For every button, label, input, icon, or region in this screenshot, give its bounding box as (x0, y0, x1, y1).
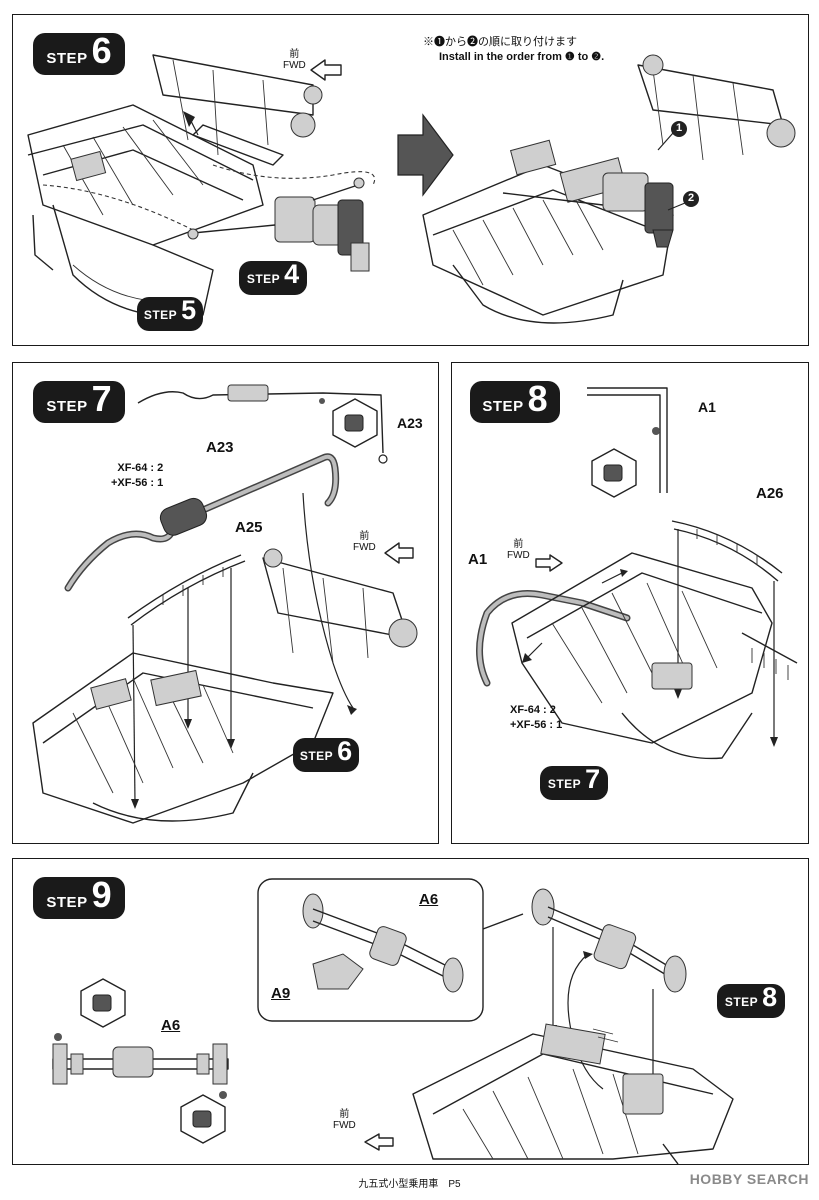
step6-ref-step5-label: STEP (143, 308, 178, 322)
step6-fwd: 前 FWD (283, 49, 306, 71)
step6-marker-2: 2 (687, 192, 695, 204)
step9-label: STEP (46, 894, 88, 911)
step7-illustration (32, 384, 418, 824)
step7-fwd-en: FWD (353, 542, 376, 553)
step8-part-a1: A1 (468, 551, 488, 568)
step6-ref-step5-number: 5 (181, 295, 197, 325)
step7-label: STEP (46, 398, 88, 415)
step8-panel: STEP 8 A1 A26 A1 前 FWD XF-64 : 2 +XF-56 … (451, 362, 809, 844)
step8-illustration (476, 387, 798, 760)
step6-panel: STEP 6 前 FWD ※❶から❷の順に取り付けます Install in t… (12, 14, 809, 346)
step7-part-a25: A25 (235, 519, 263, 536)
step7-part-a23-top: A23 (397, 415, 423, 431)
step6-ref-step4-label: STEP (246, 272, 281, 286)
step8-xf-line2: +XF-56 : 1 (510, 719, 563, 731)
step9-number: 9 (91, 874, 112, 915)
step6-note-en: Install in the order from ❶ to ❷. (439, 51, 605, 63)
step7-paint-mix: XF-64 : 2 +XF-56 : 1 (111, 461, 163, 491)
step8-xf-line1: XF-64 : 2 (510, 704, 556, 716)
step9-fwd: 前 FWD (333, 1109, 356, 1131)
step6-ref-step5-badge: STEP 5 (137, 297, 203, 331)
hobby-search-watermark: HOBBY SEARCH (689, 1171, 809, 1187)
step9-ref-step8-badge: STEP 8 (717, 984, 785, 1018)
step6-marker-1: 1 (675, 122, 683, 134)
step6-ref-step4-badge: STEP 4 (239, 261, 307, 295)
step8-number: 8 (527, 378, 548, 419)
step8-part-a1-top: A1 (698, 399, 716, 415)
step8-part-a26: A26 (756, 485, 784, 502)
step6-install-note: ※❶から❷の順に取り付けます Install in the order from… (423, 35, 604, 65)
step8-badge: STEP 8 (470, 381, 560, 423)
step6-fwd-jp: 前 (289, 49, 300, 60)
step8-ref-label: STEP (547, 777, 582, 791)
step9-part-a6-left: A6 (161, 1017, 181, 1034)
step8-fwd-en: FWD (507, 550, 530, 561)
step9-ref-label: STEP (724, 995, 759, 1009)
step9-part-a9-inset: A9 (271, 985, 291, 1002)
step7-number: 7 (91, 378, 112, 419)
step8-fwd-jp: 前 (513, 539, 524, 550)
step9-part-a6-inset: A6 (419, 891, 439, 908)
step7-part-a23: A23 (206, 439, 234, 456)
step7-badge: STEP 7 (33, 381, 125, 423)
step7-ref-label: STEP (299, 749, 334, 763)
step7-fwd-jp: 前 (359, 531, 370, 542)
step6-fwd-en: FWD (283, 60, 306, 71)
step9-fwd-jp: 前 (339, 1109, 350, 1120)
step6-badge: STEP 6 (33, 33, 125, 75)
step7-ref-number: 6 (337, 736, 353, 766)
step6-ref-step4-number: 4 (284, 259, 300, 289)
step7-xf-line2: +XF-56 : 1 (111, 477, 164, 489)
step8-ref-step7-badge: STEP 7 (540, 766, 608, 800)
step6-illustration (27, 54, 796, 324)
step9-panel: STEP 9 A6 A6 A9 前 FWD STEP 8 (12, 858, 809, 1165)
step9-fwd-en: FWD (333, 1120, 356, 1131)
step8-fwd: 前 FWD (507, 539, 530, 561)
step7-ref-step6-badge: STEP 6 (293, 738, 359, 772)
step9-badge: STEP 9 (33, 877, 125, 919)
step9-illustration (52, 878, 734, 1164)
step8-ref-number: 7 (585, 764, 601, 794)
step8-label: STEP (482, 398, 524, 415)
step6-note-jp: ※❶から❷の順に取り付けます (423, 36, 577, 48)
step7-xf-line1: XF-64 : 2 (117, 462, 164, 474)
step6-number: 6 (91, 30, 112, 71)
step7-panel: STEP 7 A23 A23 A25 XF-64 : 2 +XF-56 : 1 … (12, 362, 439, 844)
step6-label: STEP (46, 50, 88, 67)
page-footer: 九五式小型乗用車 P5 (358, 1179, 461, 1190)
step7-fwd: 前 FWD (353, 531, 376, 553)
step8-paint-mix: XF-64 : 2 +XF-56 : 1 (510, 703, 562, 733)
step9-ref-number: 8 (762, 982, 778, 1012)
